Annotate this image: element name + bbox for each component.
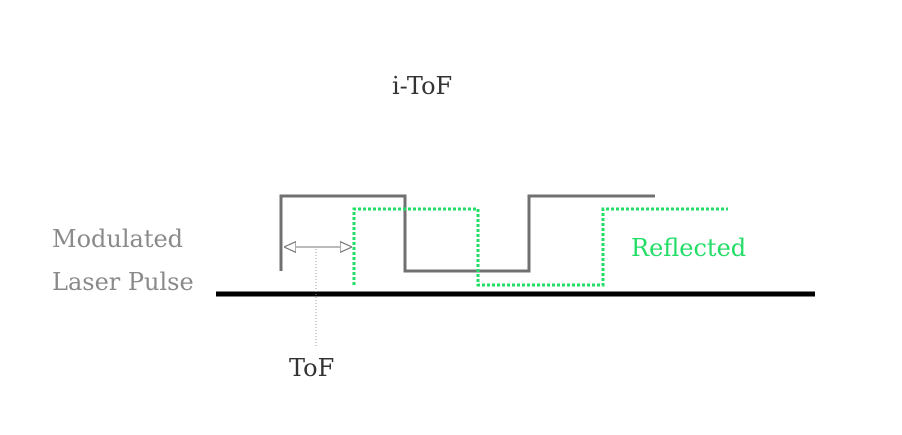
tof-label: ToF: [289, 354, 335, 382]
reflected-square-wave: [352, 207, 728, 287]
emitted-square-wave: [279, 194, 655, 273]
reflected-label: Reflected: [631, 234, 747, 262]
modulated-laser-pulse-label-line1: Modulated: [52, 225, 184, 253]
modulated-laser-pulse-label-line2: Laser Pulse: [52, 268, 194, 296]
diagram-title: i-ToF: [392, 72, 453, 100]
